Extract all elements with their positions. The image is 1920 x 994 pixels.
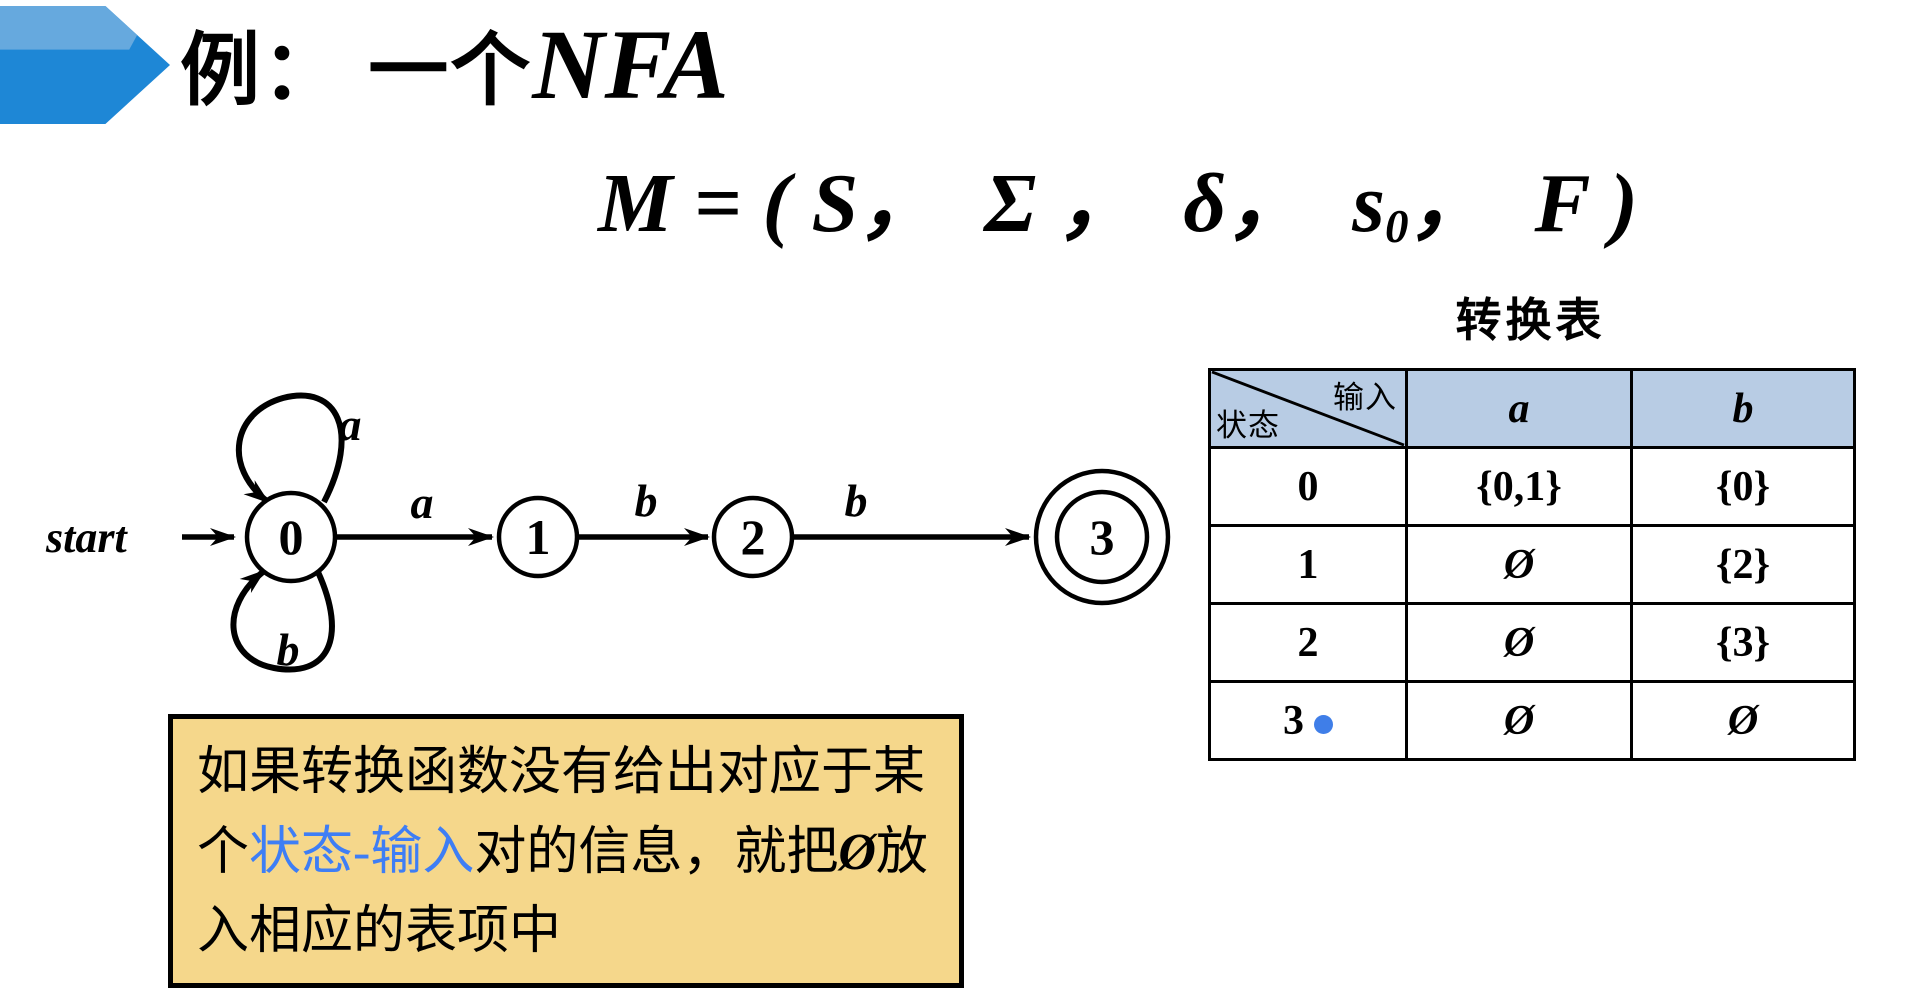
- corner-label-input: 输入: [1333, 380, 1397, 415]
- state-2-circle: [711, 495, 795, 579]
- note-line-1: 如果转换函数没有给出对应于某: [197, 744, 926, 801]
- self-loop-top-label: a: [339, 399, 362, 450]
- state-number: 0: [1297, 463, 1319, 510]
- state-1-label: 1: [526, 509, 551, 565]
- note-line-2-pre: 个: [197, 823, 250, 881]
- state-0-circle: [244, 490, 338, 584]
- cell-b: {3}: [1630, 602, 1856, 683]
- transition-table: 输入 状态 a b 0 {0,1} {0} 1 Ø {2} 2 Ø {3} 3 …: [1208, 368, 1856, 761]
- state-2-label: 2: [741, 509, 766, 565]
- corner-diagonal-line: [1211, 371, 1405, 446]
- self-loop-top: [235, 392, 345, 505]
- state-cell: 3: [1208, 680, 1408, 761]
- edge-2-3-label: b: [845, 475, 868, 526]
- cell-b: {0}: [1630, 446, 1856, 527]
- start-label: start: [45, 513, 128, 562]
- corner-label-state: 状态: [1216, 408, 1280, 443]
- cell-a: Ø: [1405, 602, 1633, 683]
- note-line-2-end: 放: [875, 823, 928, 881]
- note-line-3: 入相应的表项中: [197, 903, 562, 961]
- cell-a: Ø: [1405, 524, 1633, 605]
- state-diagram: start a b a b b 0 1 2 3: [45, 392, 1171, 675]
- column-header-b: b: [1630, 368, 1856, 449]
- table-row: 2 Ø {3}: [1208, 602, 1856, 683]
- cell-b: {2}: [1630, 524, 1856, 605]
- state-3-inner-circle: [1054, 489, 1150, 585]
- note-oslash: Ø: [838, 823, 876, 881]
- state-3-label: 3: [1090, 509, 1115, 565]
- nfa-definition-formula: M = ( S， Σ ， δ， s0， F ): [598, 157, 1638, 253]
- state-0-label: 0: [279, 509, 304, 565]
- transition-table-caption: 转换表: [1455, 295, 1606, 346]
- table-header-row: 输入 状态 a b: [1208, 368, 1856, 449]
- formula-part1: M = ( S， Σ ， δ， s: [598, 157, 1385, 250]
- edge-1-2-label: b: [635, 475, 658, 526]
- edge-0-1-label: a: [411, 477, 434, 528]
- state-1-circle: [496, 495, 580, 579]
- column-header-a: a: [1405, 368, 1633, 449]
- table-row: 0 {0,1} {0}: [1208, 446, 1856, 527]
- final-state-dot: [1314, 715, 1333, 734]
- state-number: 2: [1297, 619, 1319, 666]
- title-arrow-icon: [0, 6, 170, 124]
- table-row: 1 Ø {2}: [1208, 524, 1856, 605]
- state-number: 1: [1297, 541, 1319, 588]
- note-box: 如果转换函数没有给出对应于某 个状态-输入对的信息，就把Ø放 入相应的表项中: [168, 714, 964, 988]
- state-cell: 1: [1208, 524, 1408, 605]
- formula-subscript: 0: [1384, 200, 1409, 253]
- self-loop-bottom-label: b: [277, 624, 300, 675]
- state-cell: 2: [1208, 602, 1408, 683]
- table-corner-cell: 输入 状态: [1208, 368, 1408, 449]
- page-title: 例： 一个NFA: [180, 6, 729, 126]
- page-title-cjk: 例： 一个: [180, 26, 533, 115]
- formula-part2: ， F ): [1408, 157, 1638, 250]
- note-highlight: 状态-输入: [249, 823, 475, 881]
- cell-b: Ø: [1630, 680, 1856, 761]
- cell-a: Ø: [1405, 680, 1633, 761]
- page-title-latin: NFA: [532, 9, 729, 120]
- note-line-2: 个状态-输入对的信息，就把Ø放: [197, 813, 937, 893]
- note-line-2-mid: 对的信息，就把: [474, 823, 839, 881]
- self-loop-bottom: [230, 568, 335, 673]
- state-cell: 0: [1208, 446, 1408, 527]
- cell-a: {0,1}: [1405, 446, 1633, 527]
- title-arrow-highlight: [0, 6, 153, 50]
- state-number: 3: [1283, 697, 1304, 744]
- table-row: 3 Ø Ø: [1208, 680, 1856, 761]
